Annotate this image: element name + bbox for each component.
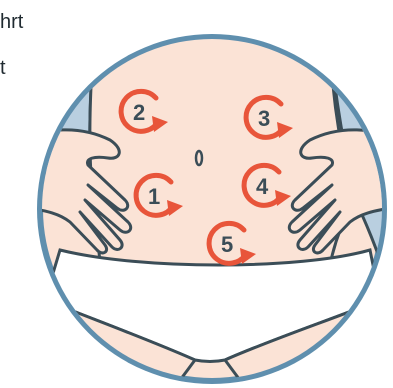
- underwear: [45, 250, 380, 362]
- step-number-2: 2: [133, 100, 145, 125]
- step-number-1: 1: [148, 184, 160, 209]
- step-number-3: 3: [258, 106, 270, 131]
- step-number-5: 5: [221, 232, 233, 257]
- step-number-4: 4: [256, 174, 269, 199]
